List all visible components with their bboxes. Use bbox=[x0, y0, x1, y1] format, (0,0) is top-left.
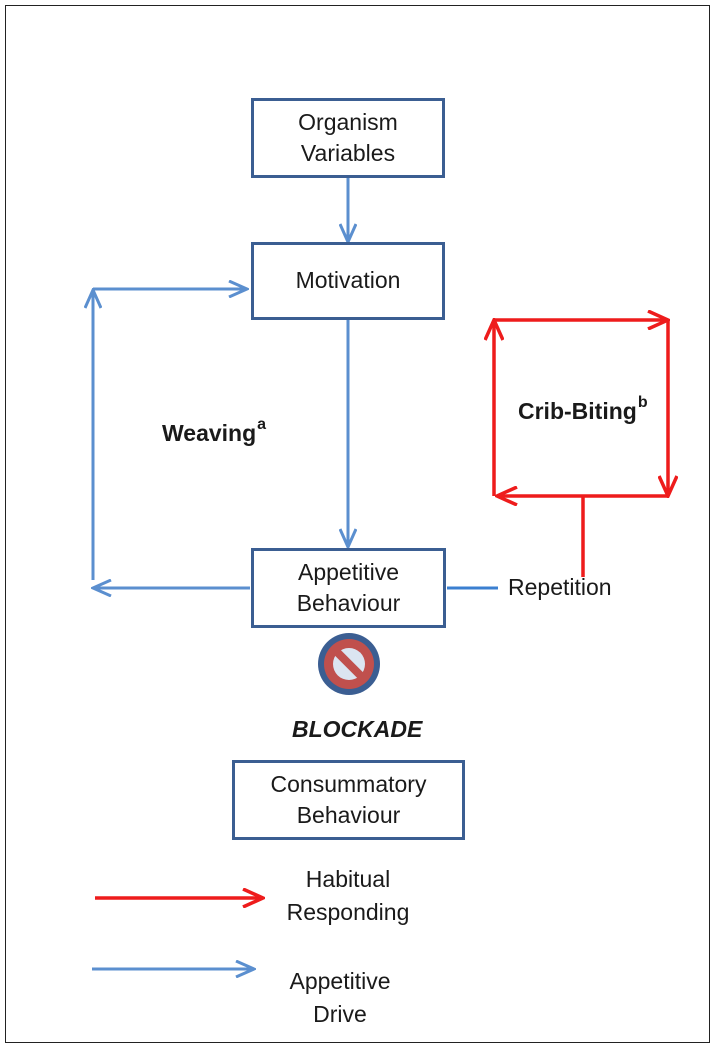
prohibited-icon bbox=[318, 633, 380, 695]
motivation-box: Motivation bbox=[251, 242, 445, 320]
legend-appetitive-line1: Appetitive bbox=[289, 968, 391, 994]
consummatory-behaviour-line1: Consummatory bbox=[270, 770, 427, 797]
legend-habitual-label: Habitual Responding bbox=[278, 863, 418, 930]
repetition-label: Repetition bbox=[508, 574, 612, 600]
organism-variables-line1: Organism bbox=[298, 108, 398, 135]
weaving-label: Weavinga bbox=[162, 416, 266, 447]
organism-variables-line2: Variables bbox=[300, 140, 396, 166]
consummatory-behaviour-box: Consummatory Behaviour bbox=[232, 760, 465, 840]
diagram-frame bbox=[5, 5, 710, 1043]
legend-habitual-line2: Responding bbox=[286, 899, 410, 926]
crib-biting-note: b bbox=[637, 394, 648, 411]
blockade-label: BLOCKADE bbox=[292, 716, 423, 742]
legend-appetitive-line2: Drive bbox=[313, 1001, 367, 1028]
legend-habitual-line1: Habitual bbox=[305, 866, 391, 892]
consummatory-behaviour-line2: Behaviour bbox=[296, 802, 401, 828]
weaving-note: a bbox=[257, 416, 267, 433]
weaving-text: Weaving bbox=[162, 420, 257, 446]
crib-biting-label: Crib-Bitingb bbox=[518, 394, 648, 425]
appetitive-behaviour-line1: Appetitive bbox=[297, 558, 399, 585]
legend-appetitive-label: Appetitive Drive bbox=[270, 965, 410, 1032]
crib-biting-text: Crib-Biting bbox=[518, 398, 637, 424]
appetitive-behaviour-box: Appetitive Behaviour bbox=[251, 548, 446, 628]
appetitive-behaviour-line2: Behaviour bbox=[296, 590, 401, 616]
motivation-label: Motivation bbox=[295, 267, 401, 294]
organism-variables-box: Organism Variables bbox=[251, 98, 445, 178]
